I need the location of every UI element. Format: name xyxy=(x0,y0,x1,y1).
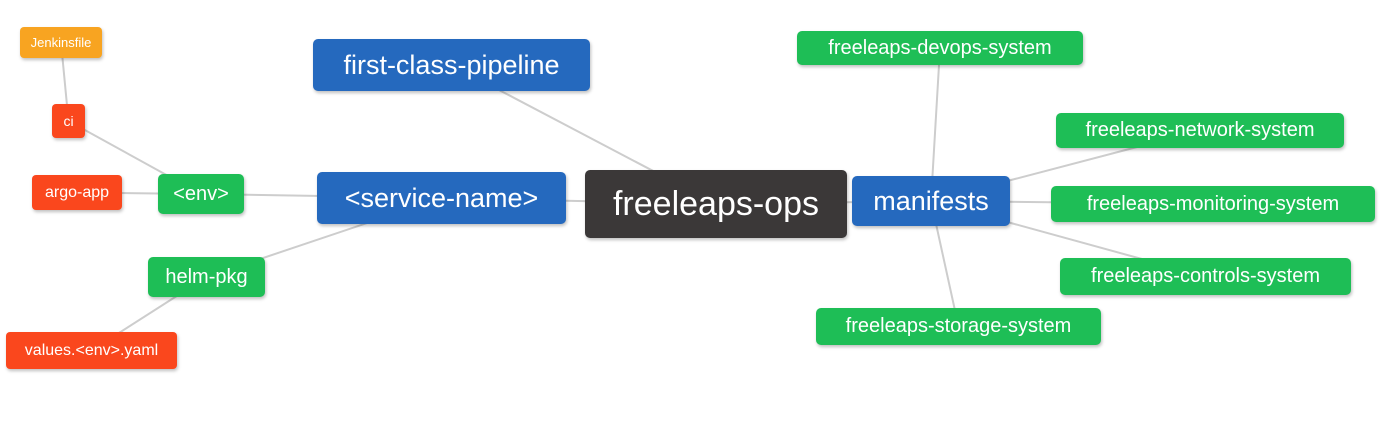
node-first-class-pipeline[interactable]: first-class-pipeline xyxy=(313,39,590,91)
node-label: argo-app xyxy=(44,183,110,201)
node-label: helm-pkg xyxy=(165,265,248,288)
node-label: freeleaps-controls-system xyxy=(1091,265,1320,287)
node-helm-pkg[interactable]: helm-pkg xyxy=(148,257,265,297)
node-freeleaps-monitoring-system[interactable]: freeleaps-monitoring-system xyxy=(1051,186,1375,222)
node-label: freeleaps-network-system xyxy=(1085,119,1315,141)
node-label: freeleaps-storage-system xyxy=(845,315,1072,337)
node-label: <service-name> xyxy=(344,182,539,213)
node-manifests[interactable]: manifests xyxy=(852,176,1010,226)
node-label: <env> xyxy=(173,182,229,205)
node-label: manifests xyxy=(873,185,989,216)
node-env[interactable]: <env> xyxy=(158,174,244,214)
node-argo-app[interactable]: argo-app xyxy=(32,175,122,210)
node-label: values.<env>.yaml xyxy=(24,341,159,359)
node-freeleaps-controls-system[interactable]: freeleaps-controls-system xyxy=(1060,258,1351,295)
node-freeleaps-network-system[interactable]: freeleaps-network-system xyxy=(1056,113,1344,148)
node-values-env-yaml[interactable]: values.<env>.yaml xyxy=(6,332,177,369)
node-label: first-class-pipeline xyxy=(343,49,560,80)
node-label: ci xyxy=(63,113,74,129)
node-label: freeleaps-devops-system xyxy=(828,36,1052,59)
node-label: freeleaps-ops xyxy=(612,184,819,223)
node-ci[interactable]: ci xyxy=(52,104,85,138)
node-label: freeleaps-monitoring-system xyxy=(1086,192,1340,215)
node-freeleaps-devops-system[interactable]: freeleaps-devops-system xyxy=(797,31,1083,65)
node-jenkinsfile[interactable]: Jenkinsfile xyxy=(20,27,102,58)
node-freeleaps-storage-system[interactable]: freeleaps-storage-system xyxy=(816,308,1101,345)
node-label: Jenkinsfile xyxy=(30,35,92,50)
node-service-name[interactable]: <service-name> xyxy=(317,172,566,224)
node-freeleaps-ops[interactable]: freeleaps-ops xyxy=(585,170,847,238)
